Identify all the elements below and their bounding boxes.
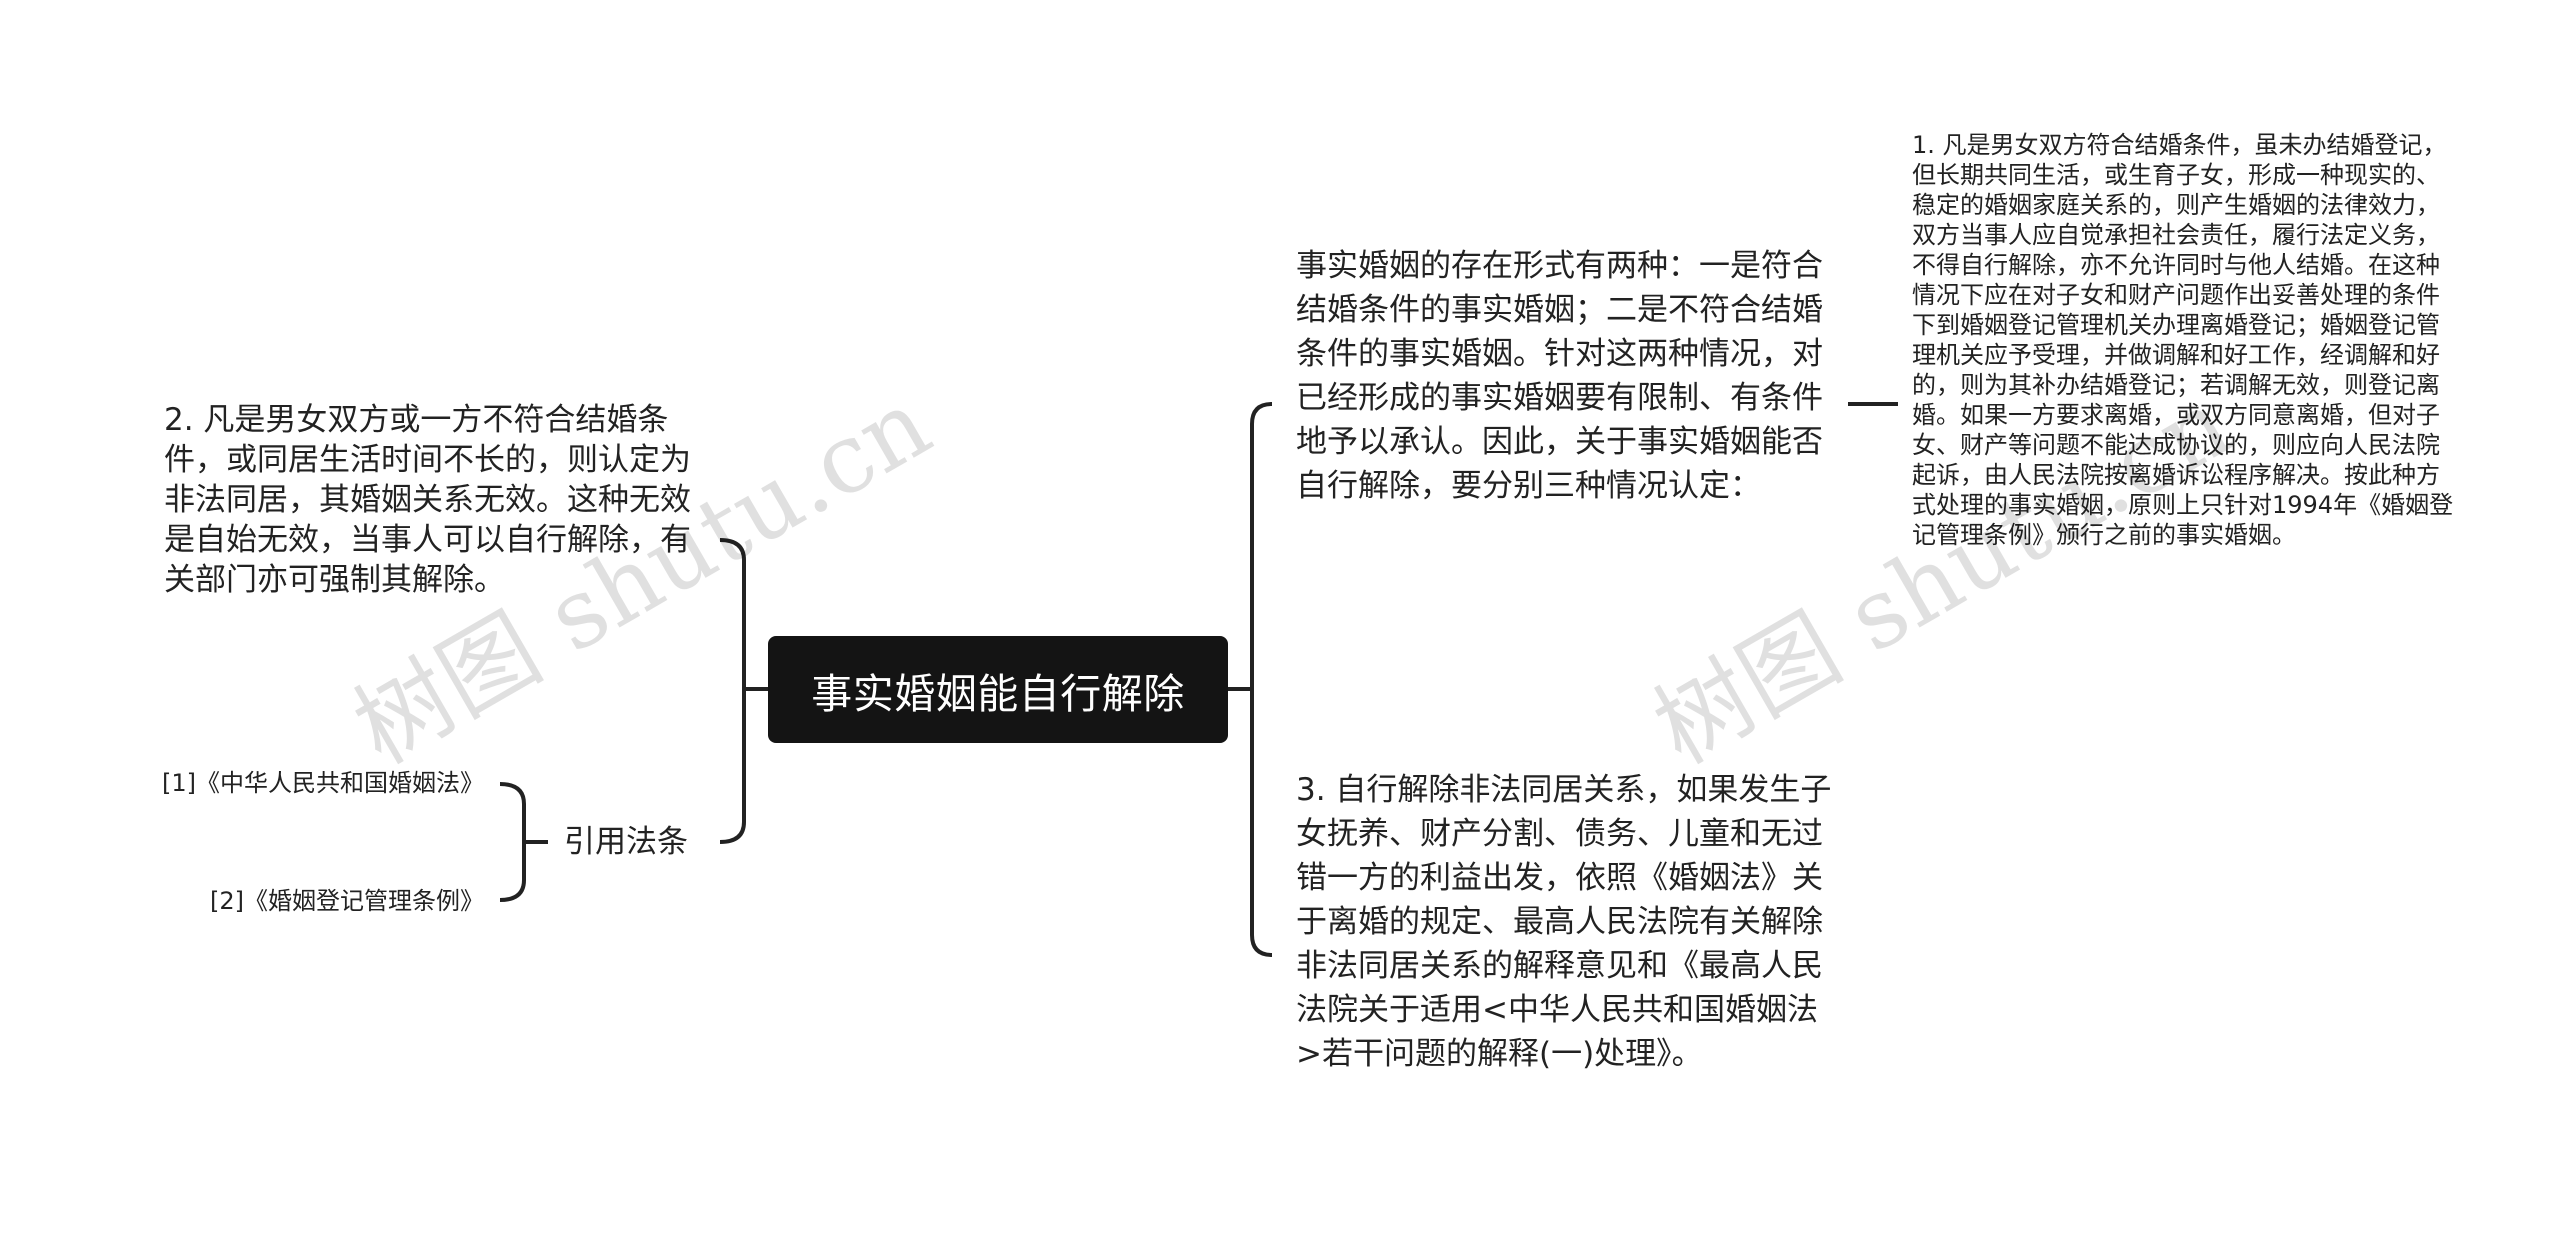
- citation-item[interactable]: [2]《婚姻登记管理条例》: [210, 886, 484, 916]
- node-point-3[interactable]: 3. 自行解除非法同居关系，如果发生子女抚养、财产分割、债务、儿童和无过错一方的…: [1296, 768, 1836, 1076]
- node-point-2[interactable]: 2. 凡是男女双方或一方不符合结婚条件，或同居生活时间不长的，则认定为非法同居，…: [164, 400, 704, 600]
- node-detail-1[interactable]: 1. 凡是男女双方符合结婚条件，虽未办结婚登记，但长期共同生活，或生育子女，形成…: [1912, 130, 2460, 550]
- node-citations[interactable]: 引用法条: [564, 822, 688, 862]
- point-3-text: 3. 自行解除非法同居关系，如果发生子女抚养、财产分割、债务、儿童和无过错一方的…: [1296, 772, 1832, 1072]
- detail-1-text: 1. 凡是男女双方符合结婚条件，虽未办结婚登记，但长期共同生活，或生育子女，形成…: [1912, 131, 2454, 549]
- citation-item[interactable]: [1]《中华人民共和国婚姻法》: [162, 768, 484, 798]
- root-label: 事实婚姻能自行解除: [811, 669, 1185, 718]
- root-node[interactable]: 事实婚姻能自行解除: [768, 636, 1228, 743]
- node-intro[interactable]: 事实婚姻的存在形式有两种：一是符合结婚条件的事实婚姻；二是不符合结婚条件的事实婚…: [1296, 244, 1834, 508]
- bracket-citations: [499, 782, 526, 902]
- bracket-left: [719, 538, 746, 844]
- citation-2-text: [2]《婚姻登记管理条例》: [210, 887, 484, 915]
- citation-1-text: [1]《中华人民共和国婚姻法》: [162, 769, 484, 797]
- citations-label: 引用法条: [564, 824, 688, 860]
- bracket-right: [1250, 402, 1273, 957]
- intro-text: 事实婚姻的存在形式有两种：一是符合结婚条件的事实婚姻；二是不符合结婚条件的事实婚…: [1296, 248, 1823, 504]
- point-2-text: 2. 凡是男女双方或一方不符合结婚条件，或同居生活时间不长的，则认定为非法同居，…: [164, 402, 691, 598]
